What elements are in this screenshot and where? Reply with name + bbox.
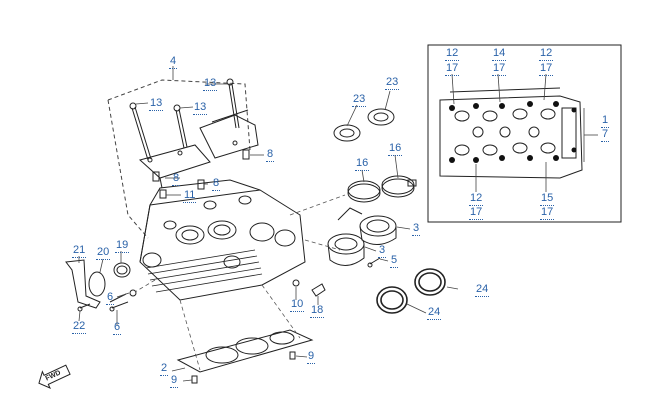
cylinder-head-assembly-outline [107, 79, 251, 239]
callout-24[interactable]: 24 [475, 283, 490, 297]
callout-10[interactable]: 10 [290, 298, 305, 312]
bolt-22 [77, 303, 91, 312]
callout-5[interactable]: 5 [390, 254, 399, 268]
callout-3[interactable]: 3 [378, 244, 387, 258]
cam-cover-right [199, 109, 259, 159]
callout-6[interactable]: 6 [113, 321, 122, 335]
callout-17[interactable]: 17 [540, 206, 555, 220]
intake-manifold-3 [327, 207, 397, 266]
temp-sensor [292, 279, 326, 297]
callout-13[interactable]: 13 [193, 101, 208, 115]
callout-21[interactable]: 21 [72, 244, 87, 258]
callout-17[interactable]: 17 [445, 62, 460, 76]
bolt-13-group [129, 78, 240, 161]
inset-bolt-highlight [449, 101, 577, 163]
callout-9[interactable]: 9 [307, 350, 316, 364]
head-gasket-2 [176, 329, 314, 373]
cylinder-head [139, 179, 306, 301]
callout-13[interactable]: 13 [149, 97, 164, 111]
callout-1[interactable]: 1 [601, 114, 610, 128]
clamp-16 [347, 175, 417, 203]
callout-17[interactable]: 17 [492, 62, 507, 76]
callout-18[interactable]: 18 [310, 304, 325, 318]
callout-7[interactable]: 7 [601, 128, 610, 142]
callout-11[interactable]: 11 [183, 189, 197, 203]
o-ring-24 [376, 268, 446, 314]
callout-17[interactable]: 17 [469, 206, 484, 220]
gasket-23 [333, 108, 395, 142]
callout-12[interactable]: 12 [445, 47, 460, 61]
callout-16[interactable]: 16 [388, 142, 403, 156]
callout-19[interactable]: 19 [115, 239, 130, 253]
callout-17[interactable]: 17 [539, 62, 554, 76]
callout-12[interactable]: 12 [539, 47, 554, 61]
callout-9[interactable]: 9 [170, 374, 179, 388]
dowel-pins [152, 149, 250, 199]
callout-2[interactable]: 2 [160, 362, 169, 376]
callout-6[interactable]: 6 [106, 291, 115, 305]
callout-23[interactable]: 23 [352, 93, 367, 107]
callout-20[interactable]: 20 [96, 246, 111, 260]
callout-8[interactable]: 8 [172, 172, 181, 186]
forward-arrow-icon: FWD [38, 363, 75, 392]
thermostat-housing [65, 259, 137, 309]
callout-13[interactable]: 13 [203, 77, 218, 91]
callout-22[interactable]: 22 [72, 320, 87, 334]
screw-5 [367, 257, 381, 268]
callout-3[interactable]: 3 [412, 222, 421, 236]
bolt-6 [109, 301, 129, 312]
callout-23[interactable]: 23 [385, 76, 400, 90]
callout-16[interactable]: 16 [355, 157, 370, 171]
callout-8[interactable]: 8 [212, 177, 221, 191]
callout-8[interactable]: 8 [266, 148, 275, 162]
callout-12[interactable]: 12 [469, 192, 484, 206]
dowel-pin-9 [191, 351, 296, 384]
head-top-view [439, 87, 583, 179]
callout-15[interactable]: 15 [540, 192, 555, 206]
callout-24[interactable]: 24 [427, 306, 442, 320]
callout-14[interactable]: 14 [492, 47, 507, 61]
callout-4[interactable]: 4 [169, 55, 178, 69]
detail-inset-box [427, 44, 622, 223]
